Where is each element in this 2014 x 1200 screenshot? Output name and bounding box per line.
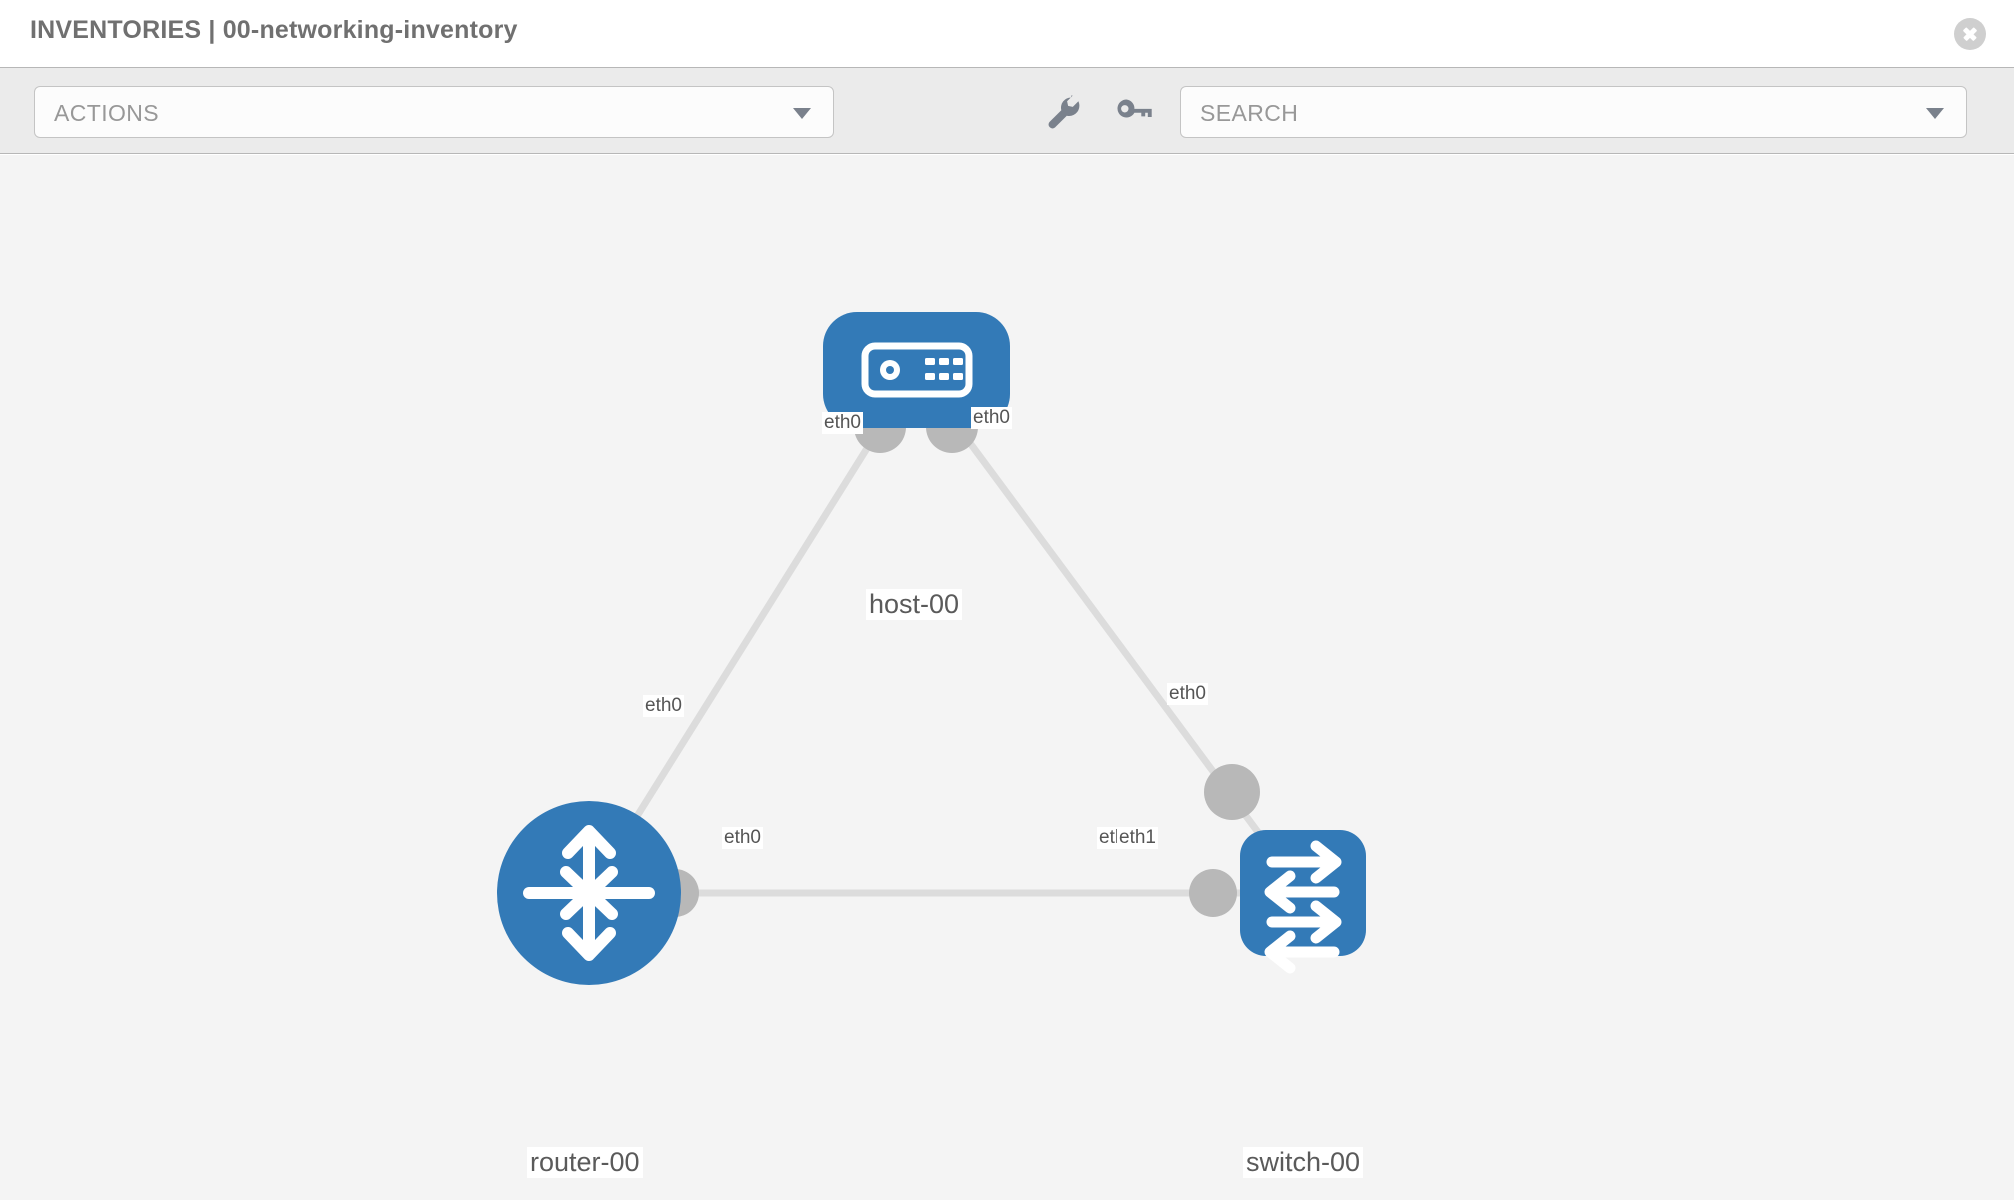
search-input[interactable]: SEARCH [1180, 86, 1967, 138]
topology-canvas[interactable]: eth0 eth0 eth0 eth0 eth0 eth eth1 host-0… [0, 155, 2014, 1200]
node-host-00 [823, 312, 1010, 428]
edge-label-switch-eth0-up: eth0 [1167, 683, 1208, 705]
edge-label-switch-eth1-mid: eth1 [1117, 827, 1158, 849]
toolbar: ACTIONS SEARCH [0, 68, 2014, 154]
switch-arrows-icon [1264, 840, 1342, 974]
node-label-host-00: host-00 [866, 589, 963, 620]
node-switch-00 [1240, 830, 1366, 974]
edge-label-host-eth0-left: eth0 [822, 412, 863, 434]
search-placeholder: SEARCH [1200, 100, 1299, 126]
edge-label-router-eth0-mid: eth0 [722, 827, 763, 849]
page-title: INVENTORIES | 00-networking-inventory [30, 16, 518, 44]
topology-graph[interactable] [0, 155, 2014, 1200]
server-icon [861, 342, 973, 398]
wrench-icon[interactable] [1041, 90, 1085, 134]
node-label-router-00: router-00 [527, 1147, 643, 1178]
router-arrows-icon [523, 825, 655, 961]
link-host-router [586, 368, 919, 895]
node-label-switch-00: switch-00 [1243, 1147, 1364, 1178]
chevron-down-icon [1926, 108, 1944, 119]
dialog-header: INVENTORIES | 00-networking-inventory [0, 0, 2014, 68]
key-icon[interactable] [1110, 90, 1154, 134]
actions-dropdown-label: ACTIONS [54, 100, 160, 126]
server-icon-details [880, 358, 963, 380]
close-icon[interactable] [1954, 18, 1986, 50]
edge-label-host-eth0-right: eth0 [971, 407, 1012, 429]
chevron-down-icon [793, 108, 811, 119]
endpoint-switch-top [1204, 764, 1260, 820]
actions-dropdown[interactable]: ACTIONS [34, 86, 834, 138]
node-router-00 [497, 801, 681, 985]
endpoint-switch-left [1189, 869, 1237, 917]
edge-label-router-eth0-up: eth0 [643, 695, 684, 717]
